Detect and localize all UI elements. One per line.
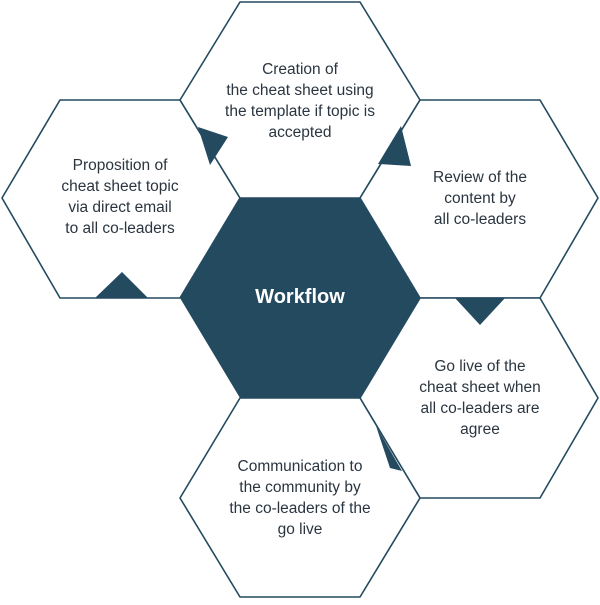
- step-3-line-3: all co-leaders: [433, 211, 527, 228]
- workflow-title: Workflow: [255, 286, 345, 308]
- step-1-line-4: to all co-leaders: [65, 220, 175, 237]
- step-1-label: Proposition of cheat sheet topic via dir…: [25, 155, 215, 239]
- step-3-label: Review of the content by all co-leaders: [385, 167, 575, 230]
- step-1-line-1: Proposition of: [72, 157, 168, 174]
- step-2-line-3: the template if topic is: [225, 103, 375, 120]
- step-5-label: Communication to the community by the co…: [195, 456, 405, 540]
- hex-center: [180, 198, 420, 398]
- step-4-line-2: cheat sheet when: [419, 379, 541, 396]
- arrow-step-4-to-5: [455, 298, 505, 325]
- step-3-line-2: content by: [444, 190, 516, 207]
- arrow-step-2-to-3: [198, 127, 228, 165]
- step-5-line-4: go live: [277, 521, 323, 538]
- step-2-label: Creation of the cheat sheet using the te…: [195, 59, 405, 143]
- arrow-step-1-to-2: [95, 272, 148, 298]
- step-3-line-1: Review of the: [433, 169, 527, 186]
- step-5-line-2: the community by: [239, 479, 361, 496]
- step-4-line-3: all co-leaders are: [420, 400, 540, 417]
- step-1-line-2: cheat sheet topic: [61, 178, 179, 195]
- arrow-step-5-to-1: [376, 426, 402, 471]
- step-4-label: Go live of the cheat sheet when all co-l…: [385, 356, 575, 440]
- step-4-line-1: Go live of the: [434, 358, 526, 375]
- arrow-step-3-to-4: [378, 126, 411, 166]
- step-1-line-3: via direct email: [68, 199, 172, 216]
- step-4-line-4: agree: [460, 421, 500, 438]
- step-5-line-3: the co-leaders of the: [229, 500, 371, 517]
- step-2-line-1: Creation of: [262, 61, 338, 78]
- step-2-line-2: the cheat sheet using: [226, 82, 374, 99]
- step-2-line-4: accepted: [268, 124, 332, 141]
- step-5-line-1: Communication to: [237, 458, 363, 475]
